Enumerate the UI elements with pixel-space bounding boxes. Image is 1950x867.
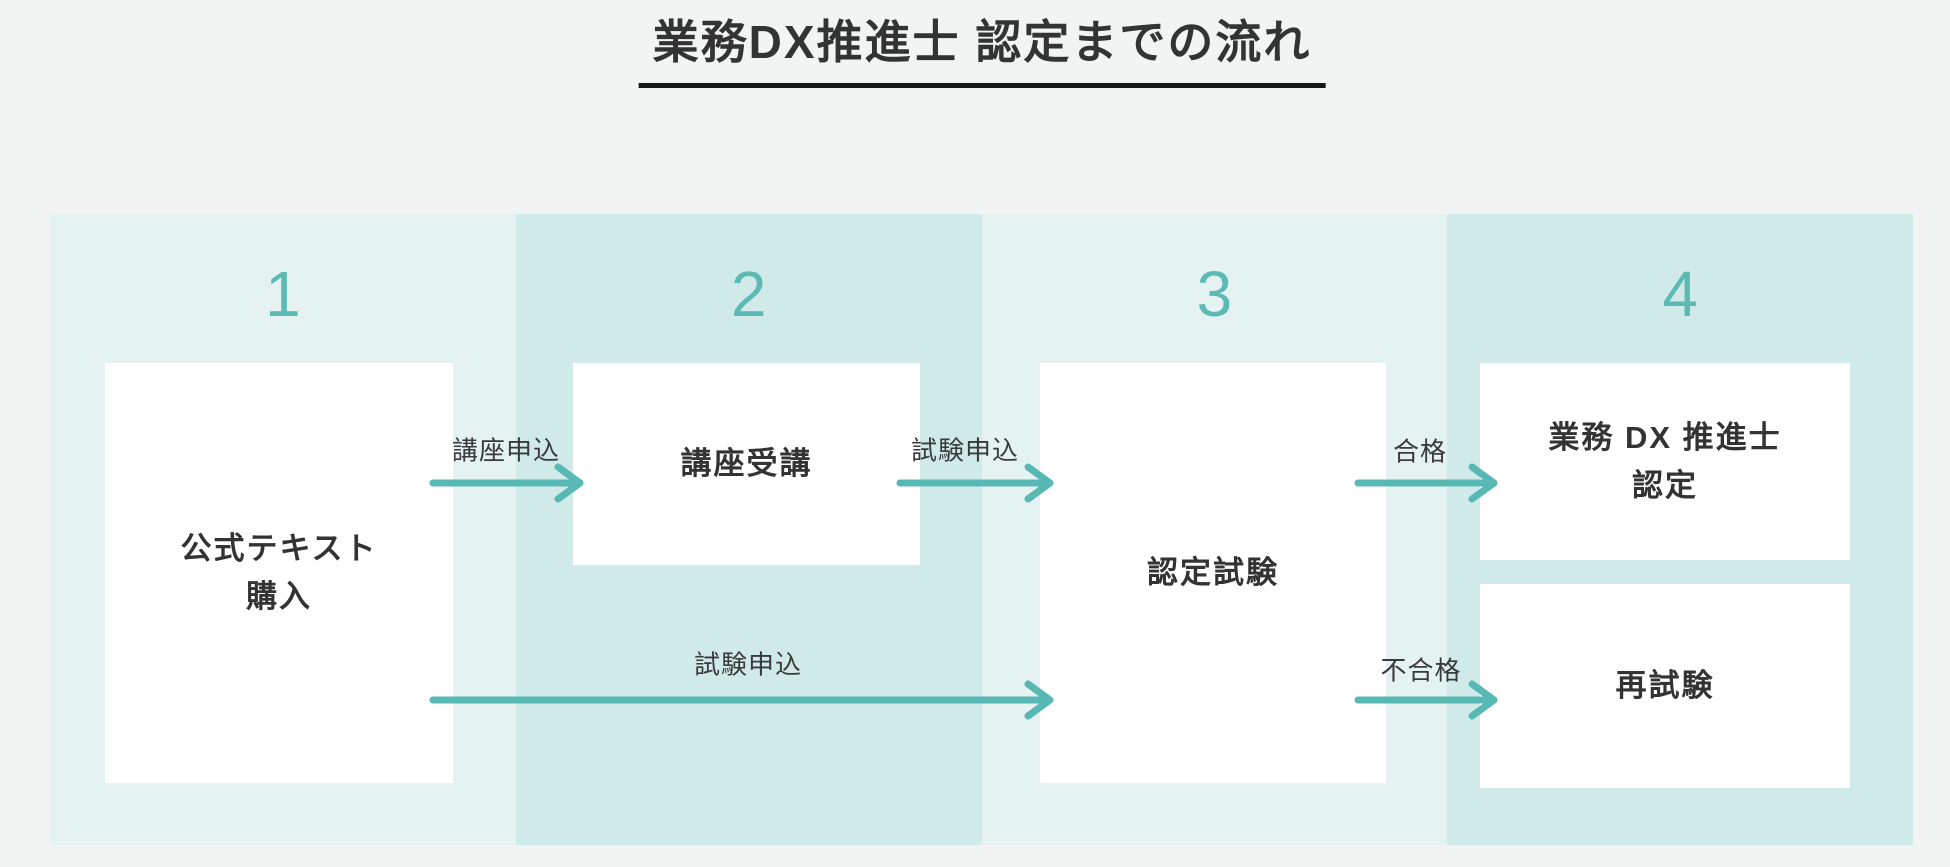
step-number-4: 4 [1662, 258, 1698, 330]
step-number-3: 3 [1196, 258, 1233, 330]
step-number-2: 2 [730, 258, 767, 330]
box-course-line1: 講座受講 [680, 446, 813, 481]
arrow-label-fail: 不合格 [1380, 655, 1462, 686]
box-exam-line1: 認定試験 [1147, 555, 1279, 590]
box-certification-exam: 認定試験 [1040, 363, 1386, 783]
box-official-text-line1: 公式テキスト [180, 531, 378, 566]
arrow-label-exam-apply-top: 試験申込 [910, 435, 1020, 466]
arrow-label-exam-apply-bottom: 試験申込 [693, 649, 803, 680]
step-number-1: 1 [265, 258, 301, 330]
box-retest: 再試験 [1480, 584, 1850, 788]
arrow-label-course-apply: 講座申込 [451, 435, 561, 466]
box-retest-line1: 再試験 [1615, 668, 1715, 703]
box-certified: 業務 DX 推進士 認定 [1480, 363, 1850, 560]
box-official-text-purchase: 公式テキスト 購入 [105, 363, 453, 783]
box-certified-line1: 業務 DX 推進士 [1548, 419, 1782, 455]
box-certified-line2: 認定 [1632, 467, 1698, 503]
arrow-label-pass: 合格 [1392, 436, 1448, 467]
box-course-attendance: 講座受講 [573, 363, 920, 565]
page-title: 業務DX推進士 認定までの流れ [638, 6, 1326, 88]
box-official-text-line2: 購入 [246, 579, 312, 614]
